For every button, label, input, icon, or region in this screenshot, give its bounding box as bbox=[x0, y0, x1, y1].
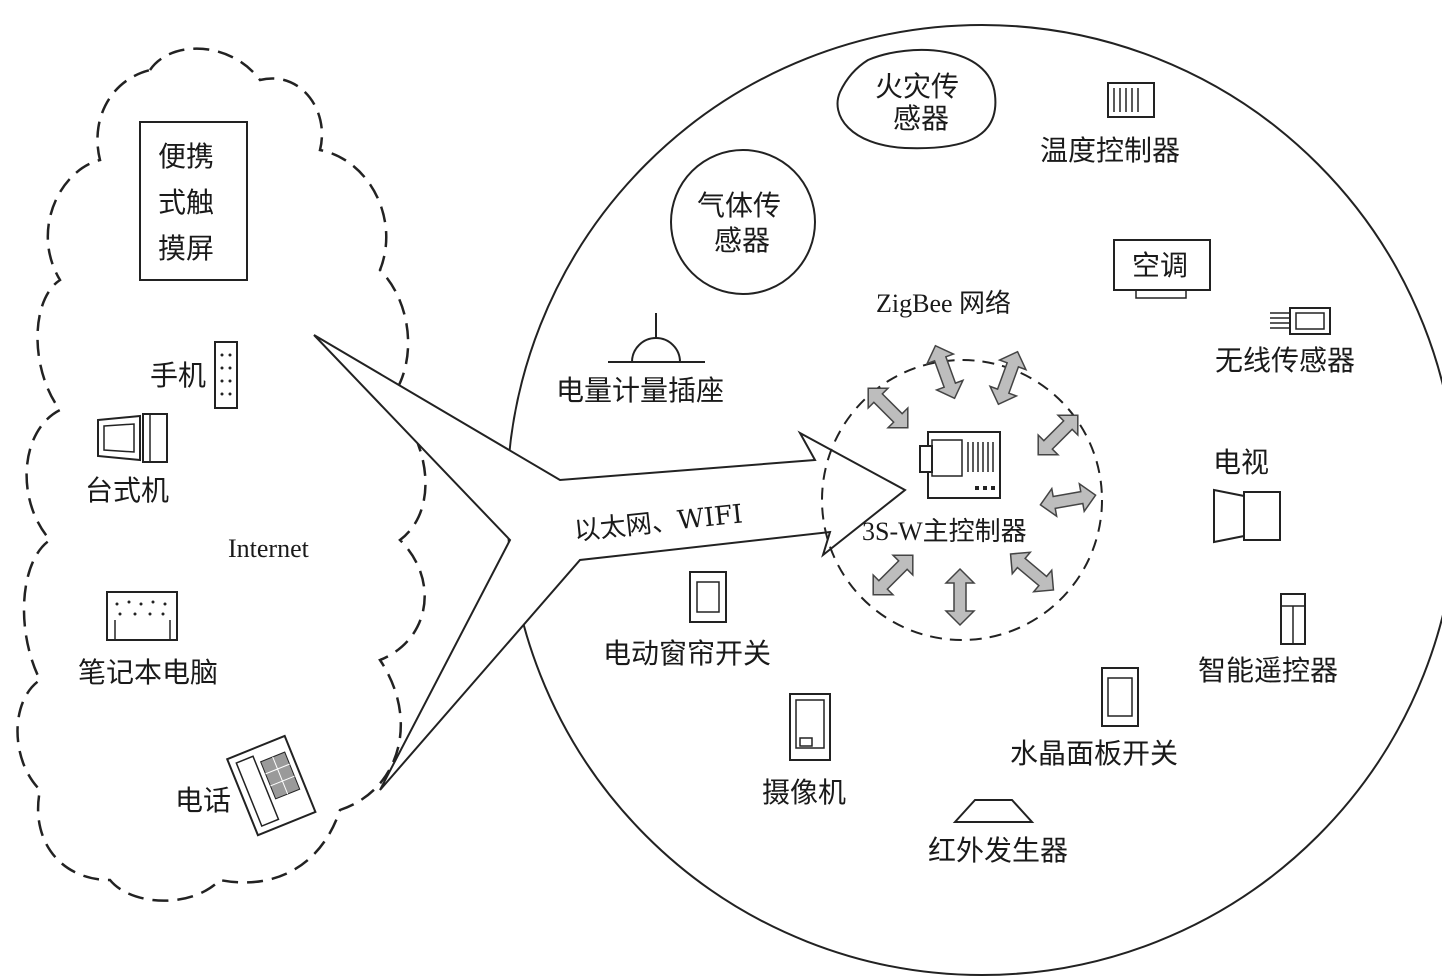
zigbee-double-arrow bbox=[1009, 551, 1055, 593]
air-conditioner-label: 空调 bbox=[1132, 249, 1188, 282]
gas-sensor-shape bbox=[670, 149, 816, 295]
air-conditioner-icon bbox=[1113, 239, 1211, 299]
temperature-controller-label: 温度控制器 bbox=[1040, 134, 1180, 167]
touchscreen-label-line1: 便携 bbox=[158, 140, 214, 173]
ethernet-wifi-arrow bbox=[313, 334, 907, 791]
smart-remote-label: 智能遥控器 bbox=[1198, 654, 1338, 687]
touchscreen-label-line3: 摸屏 bbox=[158, 232, 214, 265]
main-controller-label: 3S-W主控制器 bbox=[862, 517, 1027, 546]
smart-remote-icon bbox=[1280, 593, 1306, 645]
crystal-panel-switch-label: 水晶面板开关 bbox=[1010, 737, 1178, 770]
zigbee-double-arrow bbox=[872, 554, 914, 596]
curtain-switch-icon bbox=[689, 571, 727, 623]
wireless-sensor-icon bbox=[1270, 307, 1331, 335]
tv-icon bbox=[1213, 488, 1281, 544]
curtain-switch-label: 电动窗帘开关 bbox=[603, 637, 771, 670]
zigbee-double-arrow bbox=[867, 387, 909, 429]
camera-icon bbox=[789, 693, 831, 761]
internet-cloud bbox=[16, 47, 427, 902]
zigbee-link-arrows bbox=[867, 344, 1097, 627]
temperature-controller-icon bbox=[1107, 82, 1155, 118]
wireless-sensor-label: 无线传感器 bbox=[1215, 344, 1355, 377]
tv-label: 电视 bbox=[1213, 446, 1269, 479]
desktop-label: 台式机 bbox=[85, 474, 169, 507]
gas-sensor-label-line1: 气体传 bbox=[697, 189, 781, 222]
zigbee-double-arrow bbox=[925, 344, 965, 400]
desktop-computer-icon bbox=[97, 413, 168, 463]
laptop-icon bbox=[106, 591, 178, 641]
zigbee-network-circle bbox=[821, 359, 1103, 641]
mobile-phone-icon bbox=[214, 341, 238, 409]
gas-sensor-label-line2: 感器 bbox=[714, 224, 770, 257]
zigbee-network-label: ZigBee 网络 bbox=[876, 289, 1011, 318]
power-socket-label: 电量计量插座 bbox=[556, 374, 724, 407]
power-socket-icon bbox=[608, 313, 705, 363]
crystal-panel-switch-icon bbox=[1101, 667, 1139, 727]
laptop-label: 笔记本电脑 bbox=[78, 656, 218, 689]
phone-label: 手机 bbox=[150, 359, 206, 392]
camera-label: 摄像机 bbox=[762, 776, 846, 809]
fire-sensor-shape bbox=[836, 48, 997, 150]
zigbee-double-arrow bbox=[1037, 414, 1079, 456]
ir-generator-label: 红外发生器 bbox=[928, 834, 1068, 867]
zigbee-double-arrow bbox=[988, 350, 1028, 406]
touchscreen-box bbox=[139, 121, 248, 281]
internet-label: Internet bbox=[228, 534, 310, 563]
zigbee-double-arrow bbox=[1039, 482, 1097, 518]
fire-sensor-label-line1: 火灾传 bbox=[875, 70, 959, 103]
main-controller-icon bbox=[919, 431, 1001, 499]
ir-generator-icon bbox=[952, 799, 1035, 823]
zigbee-double-arrow bbox=[944, 567, 976, 627]
fire-sensor-label-line2: 感器 bbox=[893, 102, 949, 135]
touchscreen-label-line2: 式触 bbox=[158, 186, 214, 219]
telephone-icon bbox=[225, 734, 317, 837]
telephone-label: 电话 bbox=[175, 784, 231, 817]
